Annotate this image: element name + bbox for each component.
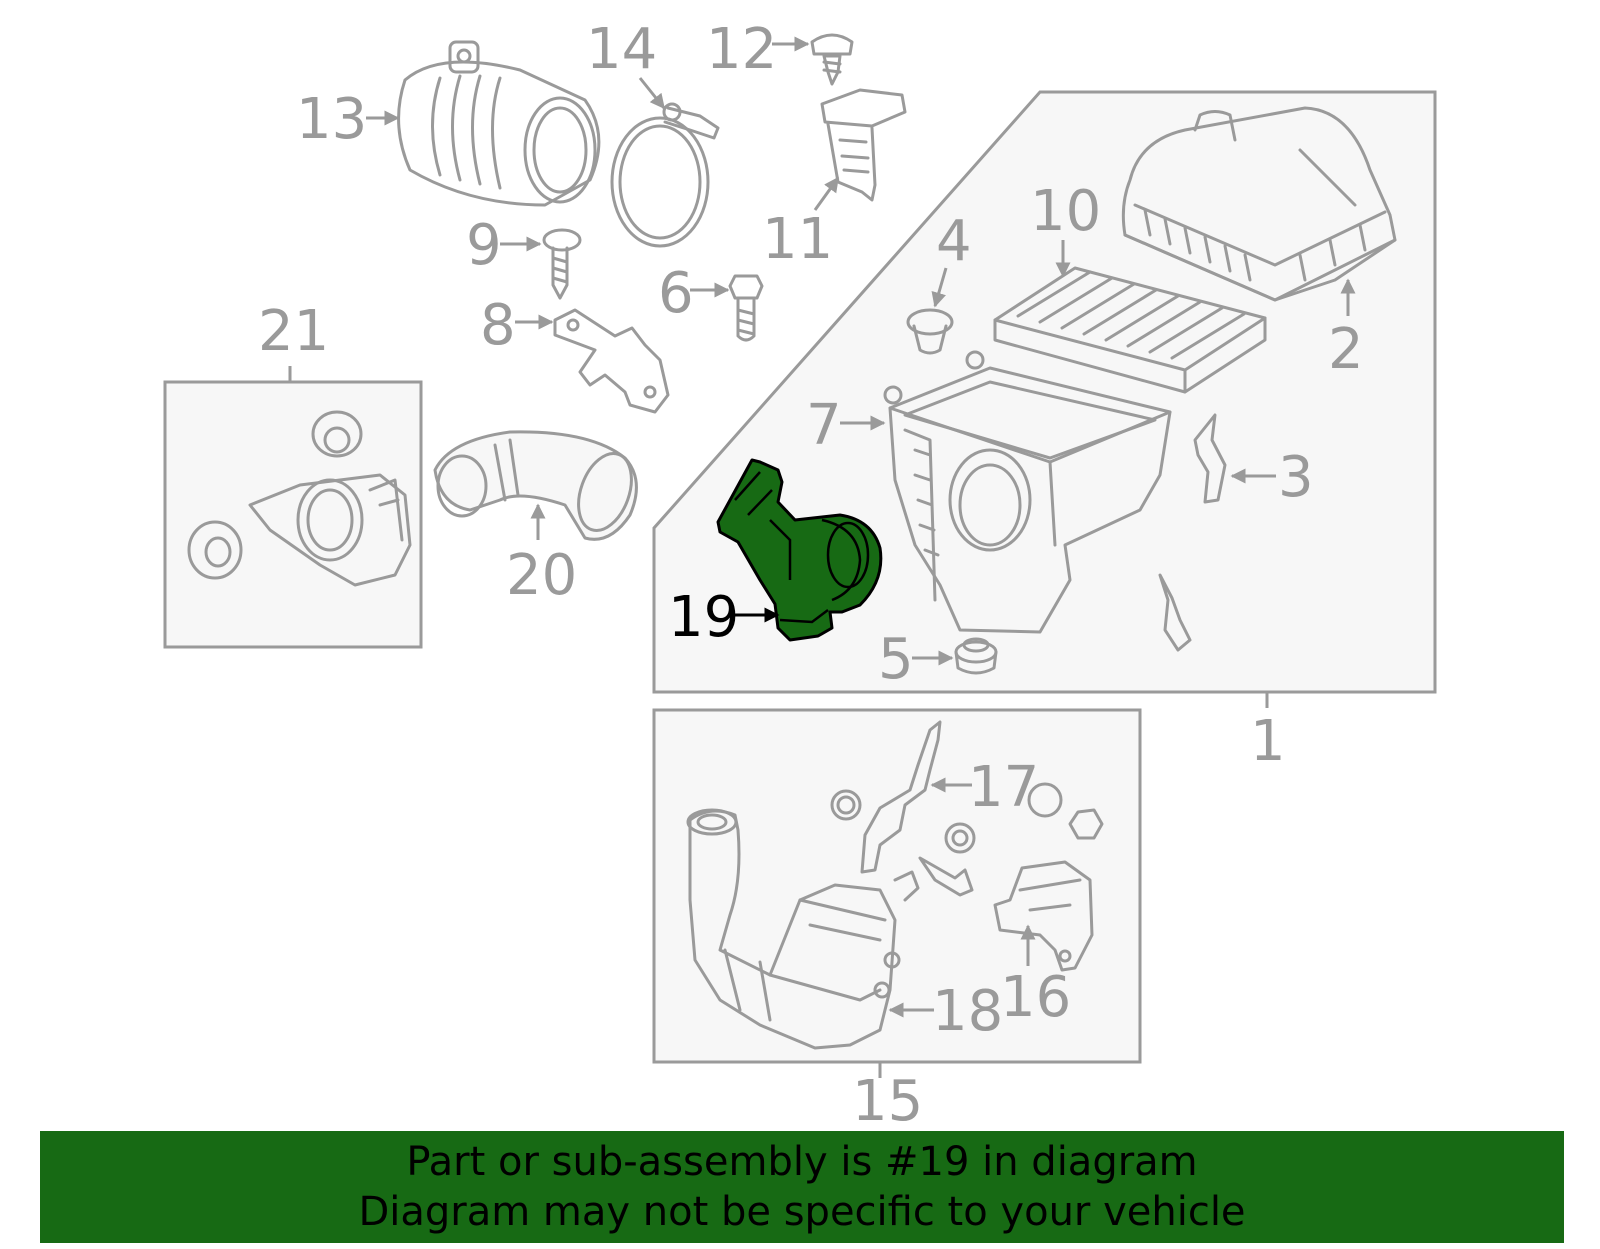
info-banner: Part or sub-assembly is #19 in diagram D…: [40, 1131, 1564, 1243]
part-13-intake-hose: [397, 40, 601, 207]
assembly-21-box: [163, 380, 423, 649]
part-clip-lower: [1158, 573, 1192, 652]
part-17-bracket: [830, 720, 1104, 897]
part-4-grommet: [906, 308, 954, 355]
part-3-clip: [1193, 413, 1227, 504]
callout-10: 10: [1030, 179, 1101, 244]
part-11-sensor: [820, 88, 907, 202]
leader-11: [813, 176, 840, 211]
part-7-housing: [883, 350, 1172, 634]
part-18-resonator: [686, 808, 920, 1050]
callout-5: 5: [878, 627, 914, 692]
callout-3: 3: [1278, 445, 1314, 510]
part-5-grommet: [954, 637, 998, 675]
part-16-bracket: [993, 860, 1094, 972]
part-14-clamp: [610, 102, 720, 248]
part-21-components: [187, 410, 412, 587]
callout-17: 17: [968, 755, 1039, 820]
part-6-bolt: [728, 274, 764, 342]
part-20-duct: [433, 430, 638, 541]
callout-11: 11: [762, 207, 833, 272]
callout-21: 21: [258, 299, 329, 364]
part-2-cover: [1121, 106, 1397, 302]
callout-18: 18: [932, 979, 1003, 1044]
callout-2: 2: [1328, 317, 1364, 382]
part-8-bracket: [553, 308, 670, 414]
part-10-filter: [993, 266, 1267, 394]
part-19-highlighted: [716, 458, 883, 642]
callout-16: 16: [1000, 965, 1071, 1030]
banner-line-part-number: Part or sub-assembly is #19 in diagram: [406, 1139, 1198, 1185]
callout-13: 13: [296, 87, 367, 152]
callout-7: 7: [806, 393, 842, 458]
parts-diagram: 13 14 12 11 9 6 8 21 20 10 2 4 7 3 5 19 …: [163, 17, 1437, 1130]
callout-20: 20: [506, 543, 577, 608]
callout-19: 19: [668, 585, 739, 650]
callout-9: 9: [466, 213, 502, 278]
callout-14: 14: [586, 17, 657, 82]
leader-4: [931, 267, 948, 308]
callout-8: 8: [480, 293, 516, 358]
callout-15: 15: [852, 1069, 923, 1130]
part-12-screw: [810, 33, 854, 86]
banner-line-disclaimer: Diagram may not be specific to your vehi…: [358, 1189, 1246, 1235]
callout-6: 6: [658, 261, 694, 326]
callout-4: 4: [936, 209, 972, 274]
callout-12: 12: [706, 17, 777, 82]
leader-14: [638, 77, 666, 110]
part-9-screw: [542, 228, 582, 300]
callout-1: 1: [1250, 709, 1286, 774]
